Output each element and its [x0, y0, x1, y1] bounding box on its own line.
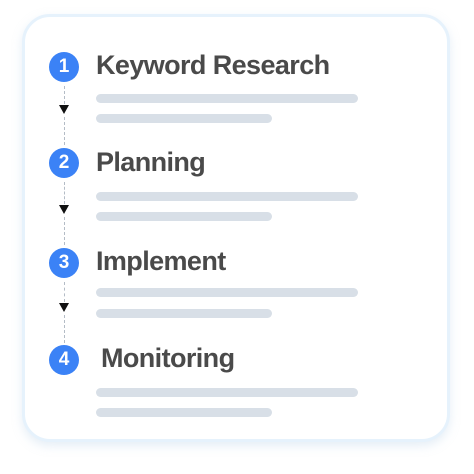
step-4-title: Monitoring	[101, 343, 235, 373]
step-1-number-badge: 1	[49, 52, 79, 82]
connector-2-dashed-line-lower	[64, 217, 65, 245]
step-3-title: Implement	[96, 246, 226, 276]
connector-1-dashed-line	[64, 86, 65, 104]
step-2-placeholder-line-long	[96, 192, 358, 201]
steps-card	[22, 14, 450, 442]
connector-3-dashed-line	[64, 282, 65, 302]
connector-2-arrow-down-icon	[59, 205, 69, 214]
step-1-placeholder-line-short	[96, 114, 272, 123]
connector-2-dashed-line	[64, 182, 65, 204]
step-2-title: Planning	[96, 147, 206, 177]
connector-3-dashed-line-lower	[64, 315, 65, 343]
step-3-placeholder-line-long	[96, 288, 358, 297]
connector-1-dashed-line-lower	[64, 117, 65, 145]
step-3-number-badge: 3	[49, 248, 79, 278]
step-4-placeholder-line-long	[96, 388, 358, 397]
connector-3-arrow-down-icon	[59, 303, 69, 312]
connector-1-arrow-down-icon	[59, 105, 69, 114]
step-4-number-badge: 4	[49, 345, 79, 375]
step-2-number-badge: 2	[49, 148, 79, 178]
step-1-placeholder-line-long	[96, 94, 358, 103]
step-4-placeholder-line-short	[96, 408, 272, 417]
step-1-title: Keyword Research	[96, 50, 330, 80]
step-3-placeholder-line-short	[96, 309, 272, 318]
step-2-placeholder-line-short	[96, 212, 272, 221]
